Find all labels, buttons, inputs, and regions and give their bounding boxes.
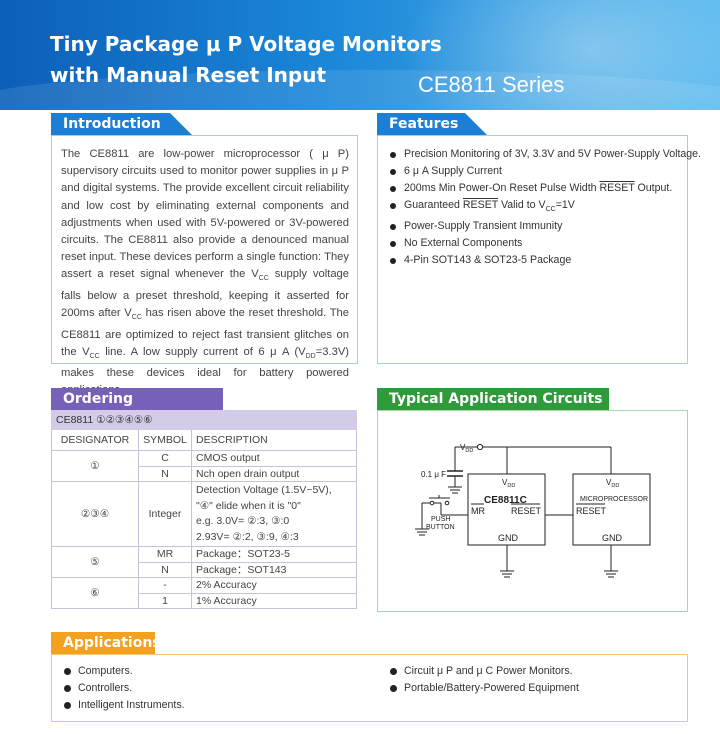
title-line-2: with Manual Reset Input [50,63,327,87]
application-item: Portable/Battery-Powered Equipment [388,680,579,697]
header-banner: Tiny Package μ P Voltage Monitors with M… [0,0,720,110]
feature-item: 4-Pin SOT143 & SOT23-5 Package [388,252,701,269]
col-description: DESCRIPTION [191,429,357,451]
circuit-schematic: VDD 0.1 μ F VDD VDD CE8811C MR RESET GND… [415,443,651,578]
banner-glow [400,0,720,110]
ordering-heading: Ordering Information [51,388,245,429]
applications-heading: Applications [51,632,177,654]
feature-item: Power-Supply Transient Immunity [388,218,701,235]
introduction-box: The CE8811 are low-power microprocessor … [51,135,358,396]
micro-vdd-label: VDD [606,478,619,489]
micro-gnd-label: GND [602,533,623,543]
vdd-label: VDD [460,443,473,454]
chip-name: CE8811C [484,495,527,506]
banner-wave [0,70,720,110]
feature-item: 200ms Min Power-On Reset Pulse Width RES… [388,180,701,197]
features-box: Precision Monitoring of 3V, 3.3V and 5V … [377,135,701,364]
symbol-cell: C [138,450,192,467]
description-cell: Package：SOT143 [191,561,357,578]
designator-cell: ⑥ [51,577,139,609]
feature-item: Guaranteed RESET Valid to VCC=1V [388,197,701,218]
symbol-cell: - [138,577,192,594]
description-cell: CMOS output [191,450,357,467]
description-line: 2.93V= ②:2, ③:9, ④:3 [196,530,299,543]
applications-box: Computers. Controllers. Intelligent Inst… [51,654,688,722]
col-symbol: SYMBOL [138,429,192,451]
introduction-text: The CE8811 are low-power microprocessor … [61,148,350,396]
designator-cell: ① [51,450,139,482]
description-cell: 1% Accuracy [191,592,357,609]
application-item: Controllers. [62,680,185,697]
application-item: Intelligent Instruments. [62,697,185,714]
microprocessor-label: MICROPROCESSOR [580,496,648,503]
symbol-cell: N [138,561,192,578]
description-line: "④" elide when it is "0" [196,499,301,512]
circuit-box: VDD 0.1 μ F VDD VDD CE8811C MR RESET GND… [377,410,688,612]
push-label: PUSH [431,516,450,523]
application-item: Computers. [62,663,185,680]
symbol-cell: Integer [138,481,192,547]
symbol-cell: 1 [138,592,192,609]
reset-pin-label: RESET [511,506,542,516]
description-line: Detection Voltage (1.5V~5V), [196,484,332,496]
features-heading: Features [377,113,487,135]
feature-item: Precision Monitoring of 3V, 3.3V and 5V … [388,146,701,163]
col-designator: DESIGNATOR [51,429,139,451]
ordering-table: CE8811 ①②③④⑤⑥ DESIGNATOR SYMBOL DESCRIPT… [51,410,357,609]
vdd-terminal [476,443,484,451]
feature-item: 6 μ A Supply Current [388,163,701,180]
chip-vdd-label: VDD [502,478,515,489]
mr-pin-label: MR [471,506,485,516]
designator-cell: ②③④ [51,481,139,547]
description-cell: 2% Accuracy [191,577,357,594]
button-label: BUTTON [426,524,455,531]
title-line-1: Tiny Package μ P Voltage Monitors [50,32,442,56]
ordering-part-number: CE8811 ①②③④⑤⑥ [51,410,357,430]
designator-cell: ⑤ [51,546,139,578]
capacitor-label: 0.1 μ F [421,470,446,479]
series-name: CE8811 Series [418,72,565,97]
circuits-heading: Typical Application Circuits [377,388,631,410]
applications-list-right: Circuit μ P and μ C Power Monitors. Port… [388,663,579,697]
description-cell: Nch open drain output [191,465,357,482]
features-list: Precision Monitoring of 3V, 3.3V and 5V … [388,146,701,269]
description-cell: Package：SOT23-5 [191,546,357,563]
description-line: e.g. 3.0V= ②:3, ③:0 [196,515,290,527]
symbol-cell: N [138,465,192,482]
applications-list-left: Computers. Controllers. Intelligent Inst… [62,663,185,714]
description-cell: Detection Voltage (1.5V~5V), "④" elide w… [191,481,357,547]
application-item: Circuit μ P and μ C Power Monitors. [388,663,579,680]
symbol-cell: MR [138,546,192,563]
feature-item: No External Components [388,235,701,252]
introduction-heading: Introduction [51,113,192,135]
chip-gnd-label: GND [498,533,519,543]
micro-reset-label: RESET [576,506,607,516]
